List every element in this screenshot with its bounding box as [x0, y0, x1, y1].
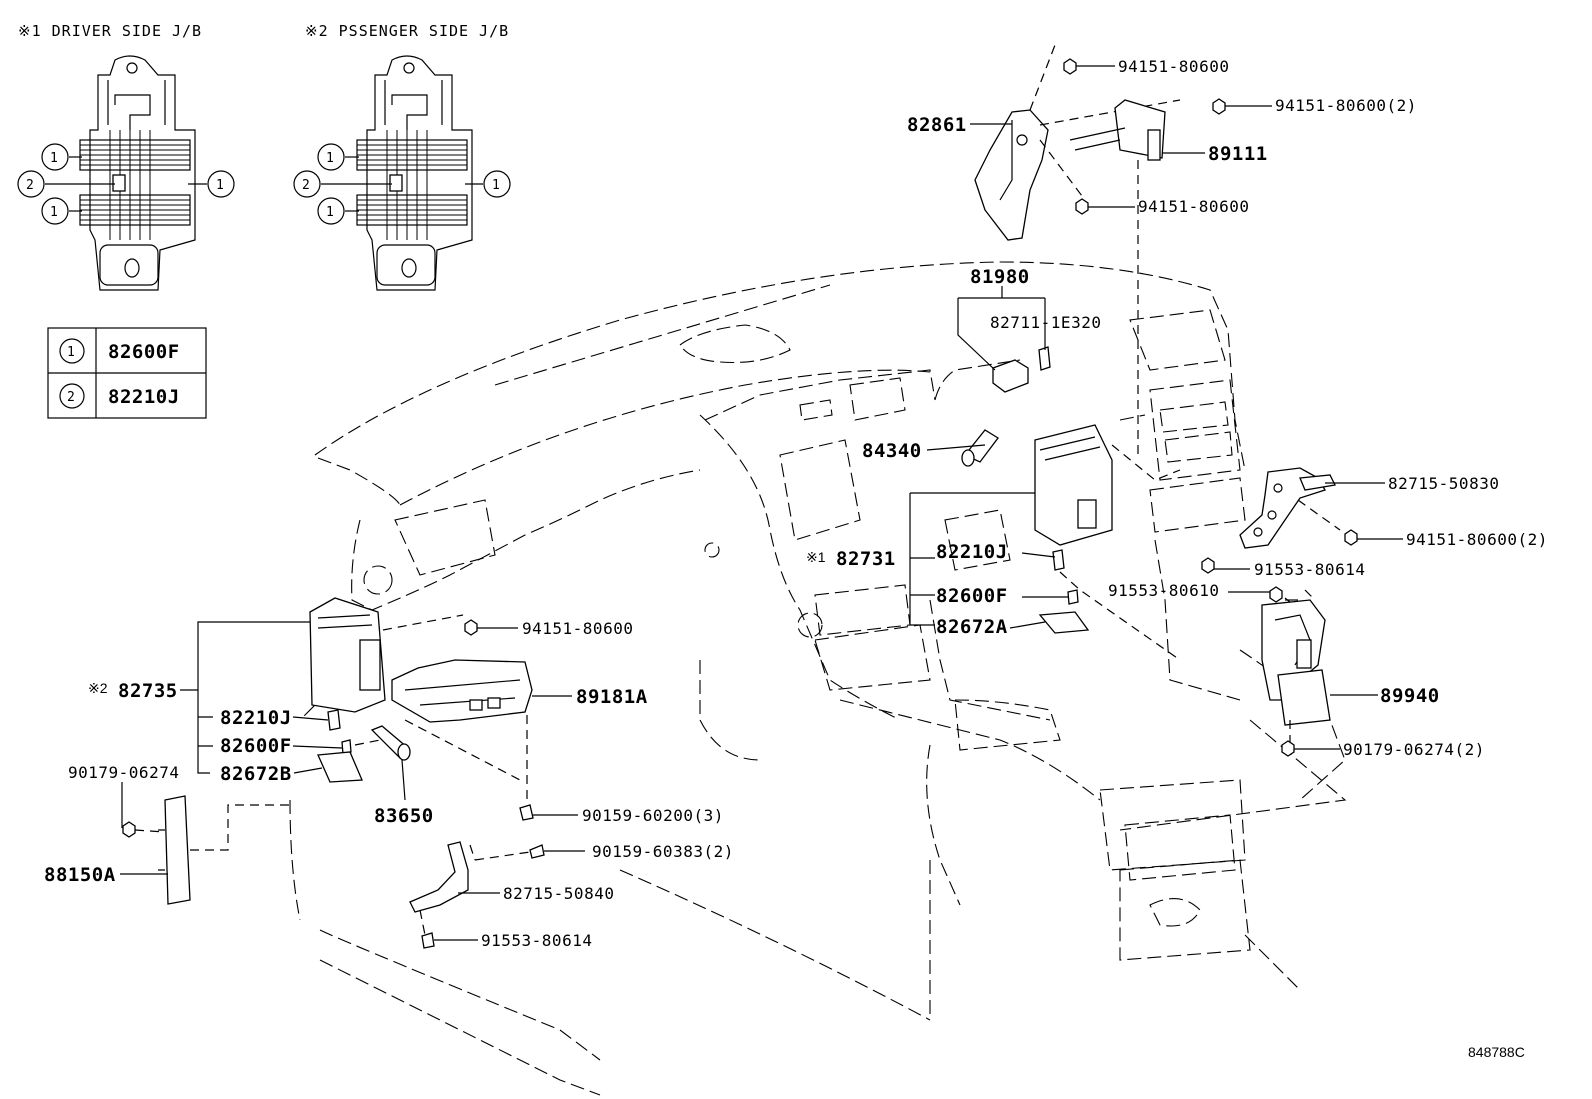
label-90159-60383-2: 90159-60383(2)	[592, 842, 734, 861]
label-82715-50840: 82715-50840	[503, 884, 614, 903]
label-89181a: 89181A	[576, 686, 648, 708]
passenger-callout-1c: 1	[492, 178, 500, 193]
label-94151-80600-mid: 94151-80600	[1138, 197, 1249, 216]
passenger-jb-drawing: 1 2 1 1	[293, 55, 511, 291]
legend-part-1: 82600F	[108, 341, 180, 363]
label-94151-80600-2-right: 94151-80600(2)	[1406, 530, 1548, 549]
label-89111: 89111	[1208, 143, 1268, 165]
label-91553-80614-right: 91553-80614	[1254, 560, 1365, 579]
driver-callout-1b: 1	[50, 205, 58, 220]
label-82600f-left: 82600F	[220, 735, 292, 757]
label-88150a: 88150A	[44, 864, 116, 886]
label-84340: 84340	[862, 440, 922, 462]
label-82735: 82735	[118, 680, 178, 702]
reference-code: 848788C	[1468, 1044, 1525, 1060]
ref-mark-1: ※1	[806, 549, 826, 565]
label-82672a: 82672A	[936, 616, 1008, 638]
driver-callout-1c: 1	[216, 178, 224, 193]
dashboard-outline	[289, 261, 1347, 1096]
label-90159-60200-3: 90159-60200(3)	[582, 806, 724, 825]
part-labels: 94151-80600 94151-80600(2) 82861 89111 9…	[44, 57, 1548, 950]
driver-callout-2: 2	[26, 178, 34, 193]
driver-jb-drawing: 1 2 1 1	[17, 55, 235, 291]
leader-lines	[120, 65, 1403, 941]
label-91553-80614-bottom: 91553-80614	[481, 931, 592, 950]
label-83650: 83650	[374, 805, 434, 827]
label-94151-80600-2-top: 94151-80600(2)	[1275, 96, 1417, 115]
parts-left	[122, 597, 545, 949]
driver-jb-header: ※1 DRIVER SIDE J/B	[18, 22, 202, 40]
passenger-callout-2: 2	[302, 178, 310, 193]
label-94151-80600-top: 94151-80600	[1118, 57, 1229, 76]
legend-table: 1 2 82600F 82210J	[47, 327, 207, 419]
parts-right	[1201, 467, 1358, 757]
legend-part-2: 82210J	[108, 386, 180, 408]
label-81980: 81980	[970, 266, 1030, 288]
legend-mark-1: 1	[67, 345, 75, 360]
label-82711-1e320: 82711-1E320	[990, 313, 1101, 332]
label-82861: 82861	[907, 114, 967, 136]
passenger-callout-1a: 1	[326, 151, 334, 166]
label-94151-80600-left: 94151-80600	[522, 619, 633, 638]
ref-mark-2: ※2	[88, 680, 108, 696]
label-89940: 89940	[1380, 685, 1440, 707]
label-82672b: 82672B	[220, 763, 292, 785]
driver-callout-1a: 1	[50, 151, 58, 166]
label-82210j-left: 82210J	[220, 707, 292, 729]
label-82600f-center: 82600F	[936, 585, 1008, 607]
label-82731: 82731	[836, 548, 896, 570]
label-90179-06274: 90179-06274	[68, 763, 179, 782]
parts-upper-right	[961, 44, 1226, 661]
legend-mark-2: 2	[67, 390, 75, 405]
label-82210j-center: 82210J	[936, 541, 1008, 563]
label-90179-06274-2: 90179-06274(2)	[1343, 740, 1485, 759]
passenger-jb-header: ※2 PSSENGER SIDE J/B	[305, 22, 509, 40]
label-91553-80610: 91553-80610	[1108, 581, 1219, 600]
passenger-callout-1b: 1	[326, 205, 334, 220]
label-82715-50830: 82715-50830	[1388, 474, 1499, 493]
